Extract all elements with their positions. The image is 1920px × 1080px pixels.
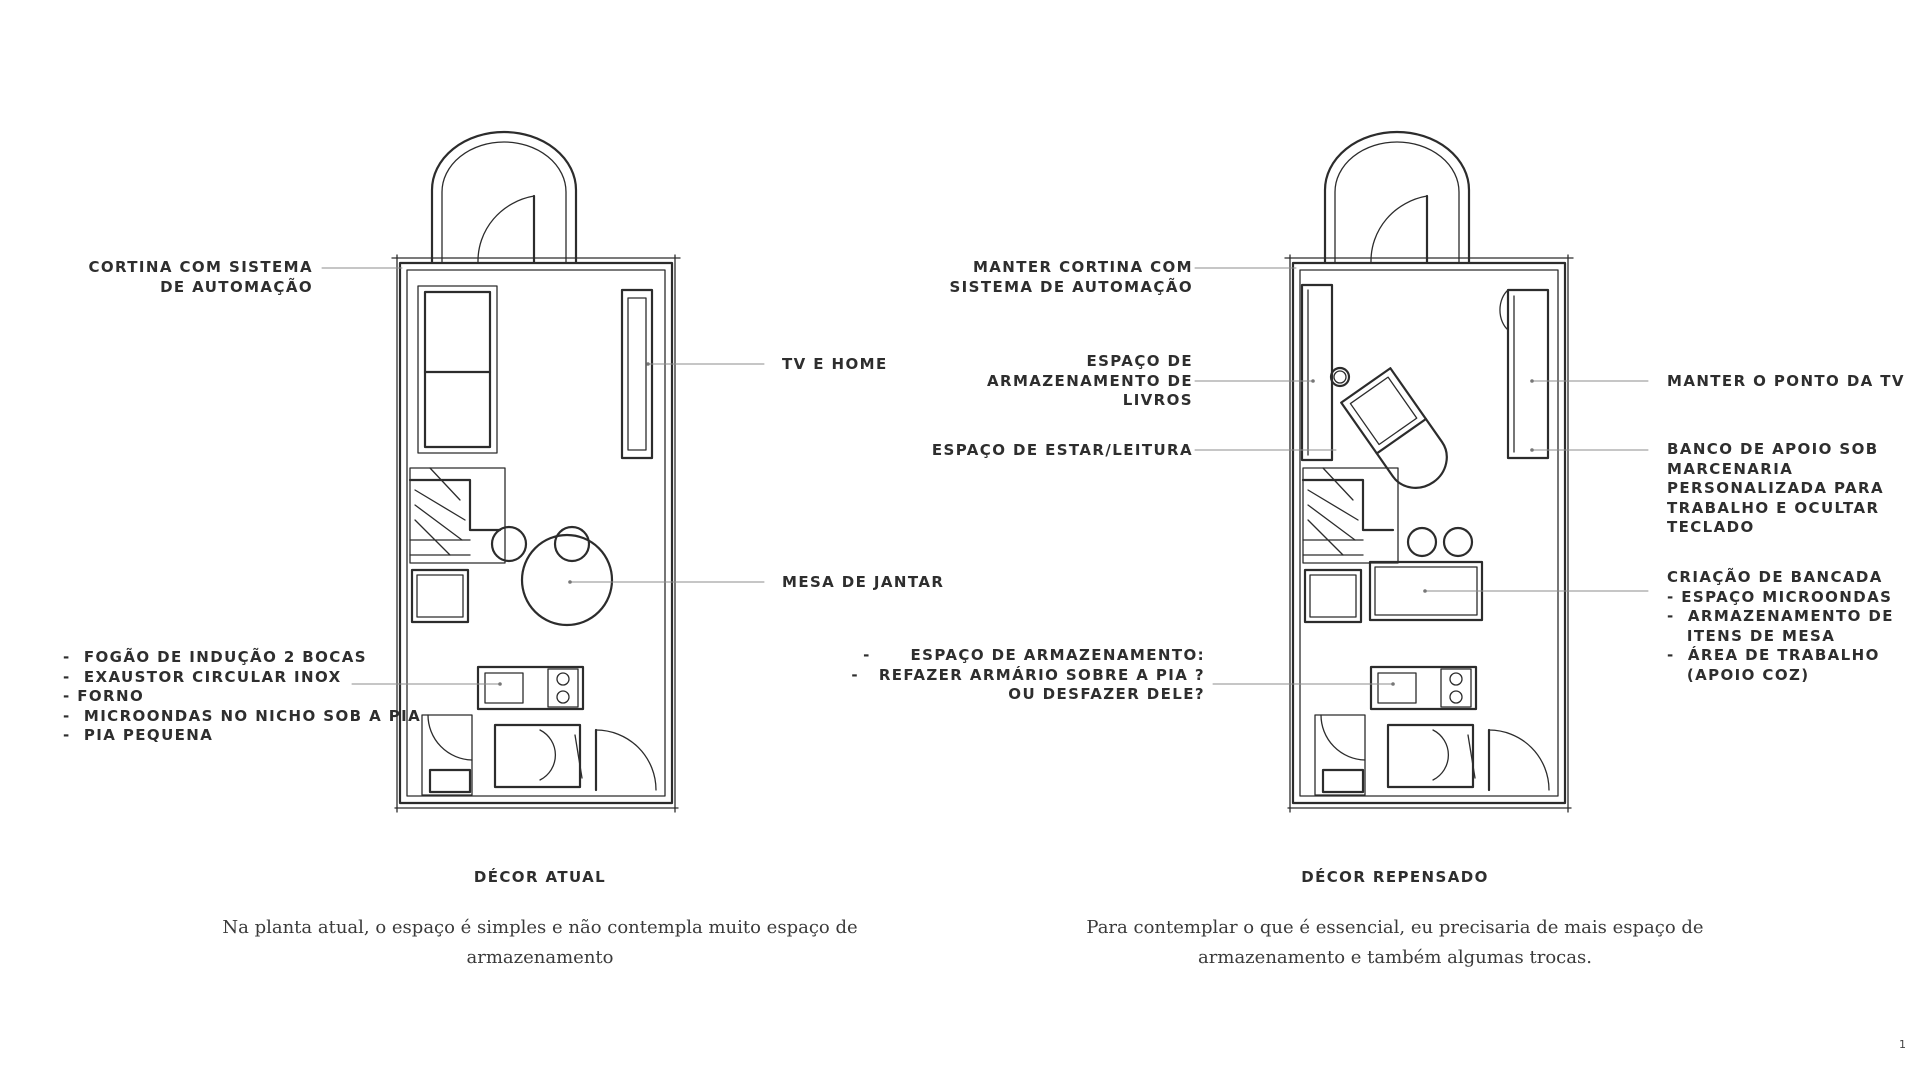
callout-line: DE AUTOMAÇÃO <box>160 277 313 296</box>
callout-line: - FOGÃO DE INDUÇÃO 2 BOCAS <box>63 648 367 666</box>
callout-line: BANCO DE APOIO SOB <box>1667 440 1879 458</box>
callout-line: (APOIO COZ) <box>1667 665 1810 684</box>
callout-line: - ESPAÇO DE ARMAZENAMENTO: <box>863 646 1205 664</box>
left-plan-title: DÉCOR ATUAL <box>473 868 607 886</box>
callout-line: MARCENARIA <box>1667 459 1794 478</box>
callout-line: - EXAUSTOR CIRCULAR INOX <box>63 667 342 686</box>
left-plan-description: Na planta atual, o espaço é simples e nã… <box>222 917 858 968</box>
right-plan-description: Para contemplar o que é essencial, eu pr… <box>1086 917 1704 968</box>
callout-line: ESPAÇO DE <box>1086 352 1193 370</box>
right-floor-plan <box>1194 130 1649 813</box>
callout-line: PERSONALIZADA PARA <box>1667 479 1884 497</box>
callout-banco-apoio: BANCO DE APOIO SOB MARCENARIA PERSONALIZ… <box>1667 440 1884 538</box>
callout-line: OU DESFAZER DELE? <box>1008 685 1205 703</box>
callout-tv-home: TV E HOME <box>782 355 888 375</box>
callout-line: TECLADO <box>1667 518 1755 536</box>
callout-line: - FORNO <box>63 687 145 705</box>
callout-line: - ARMAZENAMENTO DE <box>1667 607 1894 625</box>
callout-line: - ÁREA DE TRABALHO <box>1667 646 1880 664</box>
callout-cortina-automacao: CORTINA COM SISTEMA DE AUTOMAÇÃO <box>88 258 313 297</box>
callout-criacao-bancada: CRIAÇÃO DE BANCADA - ESPAÇO MICROONDAS -… <box>1667 568 1894 685</box>
left-floor-plan <box>321 130 765 813</box>
right-plan-title: DÉCOR REPENSADO <box>1301 868 1489 886</box>
callout-line: ARMAZENAMENTO DE <box>986 371 1193 390</box>
callout-manter-ponto-tv: MANTER O PONTO DA TV <box>1667 372 1905 392</box>
callout-line: SISTEMA DE AUTOMAÇÃO <box>949 277 1193 296</box>
callout-line: - REFAZER ARMÁRIO SOBRE A PIA ? <box>851 665 1205 684</box>
callout-line: TRABALHO E OCULTAR <box>1667 498 1880 517</box>
page-number: 1 <box>1899 1038 1906 1051</box>
callout-line: CORTINA COM SISTEMA <box>88 258 313 276</box>
callout-line: MESA DE JANTAR <box>782 573 945 591</box>
callout-mesa-jantar: MESA DE JANTAR <box>782 573 944 593</box>
callout-line: - ESPAÇO MICROONDAS <box>1667 587 1893 606</box>
callout-line: TV E HOME <box>782 355 888 373</box>
callout-line: CRIAÇÃO DE BANCADA <box>1667 568 1883 586</box>
callout-line: ESPAÇO DE ESTAR/LEITURA <box>931 441 1193 459</box>
callout-line: - MICROONDAS NO NICHO SOB A PIA <box>63 706 422 725</box>
callout-estar-leitura: ESPAÇO DE ESTAR/LEITURA <box>932 441 1193 461</box>
callout-line: MANTER CORTINA COM <box>972 258 1193 276</box>
callout-line: ITENS DE MESA <box>1667 626 1836 645</box>
callout-espaco-armazenamento: - ESPAÇO DE ARMAZENAMENTO: - REFAZER ARM… <box>851 646 1205 705</box>
callout-armazenamento-livros: ESPAÇO DE ARMAZENAMENTO DE LIVROS <box>987 352 1193 411</box>
callout-manter-cortina: MANTER CORTINA COM SISTEMA DE AUTOMAÇÃO <box>949 258 1193 297</box>
callout-line: MANTER O PONTO DA TV <box>1667 372 1905 390</box>
callout-cozinha-itens: - FOGÃO DE INDUÇÃO 2 BOCAS - EXAUSTOR CI… <box>63 648 421 746</box>
callout-line: - PIA PEQUENA <box>63 726 214 744</box>
callout-line: LIVROS <box>1122 391 1193 409</box>
